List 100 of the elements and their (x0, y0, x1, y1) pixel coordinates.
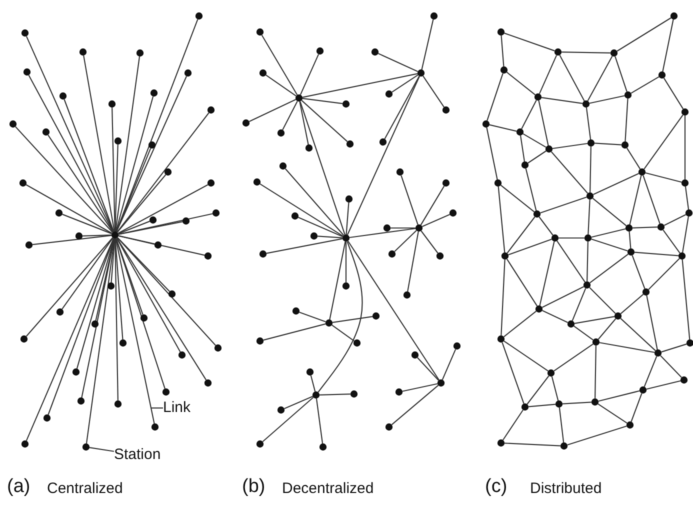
link-line (551, 376, 559, 401)
link-line (378, 53, 418, 72)
link-line (114, 238, 118, 400)
station-dot (72, 368, 80, 376)
link-line (82, 234, 112, 236)
station-dot (494, 179, 502, 187)
panel-caption: Distributed (530, 479, 602, 499)
station-dot (586, 192, 594, 200)
link-line (417, 357, 439, 381)
link-line (116, 174, 166, 233)
link-line (590, 146, 592, 192)
station-dot (55, 209, 63, 217)
link-line (116, 148, 152, 232)
link-line (310, 375, 316, 392)
link-line (664, 214, 686, 226)
link-line (15, 126, 113, 233)
station-dot (681, 179, 689, 187)
link-line (489, 124, 517, 132)
station-dot (59, 92, 67, 100)
station-dot (82, 443, 90, 451)
station-dot (396, 168, 404, 176)
station-dot (371, 48, 379, 56)
link-line (346, 202, 350, 234)
link-line (502, 410, 524, 440)
link-line (26, 184, 112, 234)
link-line (420, 230, 438, 254)
link-line (442, 349, 456, 380)
station-dot (681, 108, 689, 116)
link-line (542, 310, 568, 323)
station-dot (626, 421, 634, 429)
station-dot (385, 423, 393, 431)
station-dot (256, 337, 264, 345)
station-dot (587, 139, 595, 147)
link-line (284, 396, 313, 410)
link-line (550, 151, 588, 194)
station-dot (242, 119, 250, 127)
link-line (562, 402, 592, 404)
station-dot (42, 128, 50, 136)
station-dot (642, 288, 650, 296)
link-line (646, 295, 658, 350)
link-line (506, 258, 538, 306)
station-dot (521, 403, 529, 411)
link-line (500, 184, 535, 212)
link-line (118, 235, 155, 245)
station-dot (417, 69, 425, 77)
station-dot (184, 69, 192, 77)
station-dot (108, 100, 116, 108)
link-line (504, 340, 548, 372)
station-dot (140, 314, 148, 322)
station-dot (500, 66, 508, 74)
link-line (26, 238, 114, 441)
station-dot (149, 216, 157, 224)
link-line (644, 114, 684, 170)
link-line (394, 230, 417, 252)
station-dot (411, 351, 419, 359)
link-line (598, 318, 616, 340)
link-line (620, 318, 656, 351)
station-dot (107, 282, 115, 290)
station-dot (592, 338, 600, 346)
station-dot (554, 48, 562, 56)
link-line (588, 200, 590, 234)
station-dot (119, 339, 127, 347)
leader-line (152, 407, 163, 409)
link-line (592, 198, 627, 226)
link-line (332, 316, 373, 324)
link-line (590, 254, 628, 284)
link-line (320, 394, 350, 396)
link-line (630, 76, 660, 94)
link-line (520, 135, 525, 162)
link-line (48, 238, 114, 415)
station-dot (497, 439, 505, 447)
station-dot (614, 312, 622, 320)
link-line (662, 19, 674, 72)
station-dot (164, 168, 172, 176)
link-line (422, 76, 444, 108)
station-dot (610, 49, 618, 57)
link-line (559, 54, 585, 102)
station-dot (436, 252, 444, 260)
station-dot (345, 195, 353, 203)
link-line (302, 73, 418, 98)
station-dot (19, 179, 27, 187)
link-line (648, 258, 680, 290)
link-line (540, 196, 587, 214)
station-dot (657, 223, 665, 231)
station-dot (214, 344, 222, 352)
station-dot (639, 386, 647, 394)
station-dot (154, 241, 162, 249)
link-line (266, 74, 296, 96)
link-line (626, 148, 641, 170)
station-dot (212, 209, 220, 217)
link-line (614, 56, 628, 92)
station-dot (79, 48, 87, 56)
link-line (32, 234, 112, 246)
link-line (115, 96, 154, 232)
station-dot (259, 69, 267, 77)
station-dot (403, 291, 411, 299)
station-dot (21, 29, 29, 37)
station-dot (415, 224, 423, 232)
station-dot (23, 68, 31, 76)
link-line (504, 32, 555, 52)
